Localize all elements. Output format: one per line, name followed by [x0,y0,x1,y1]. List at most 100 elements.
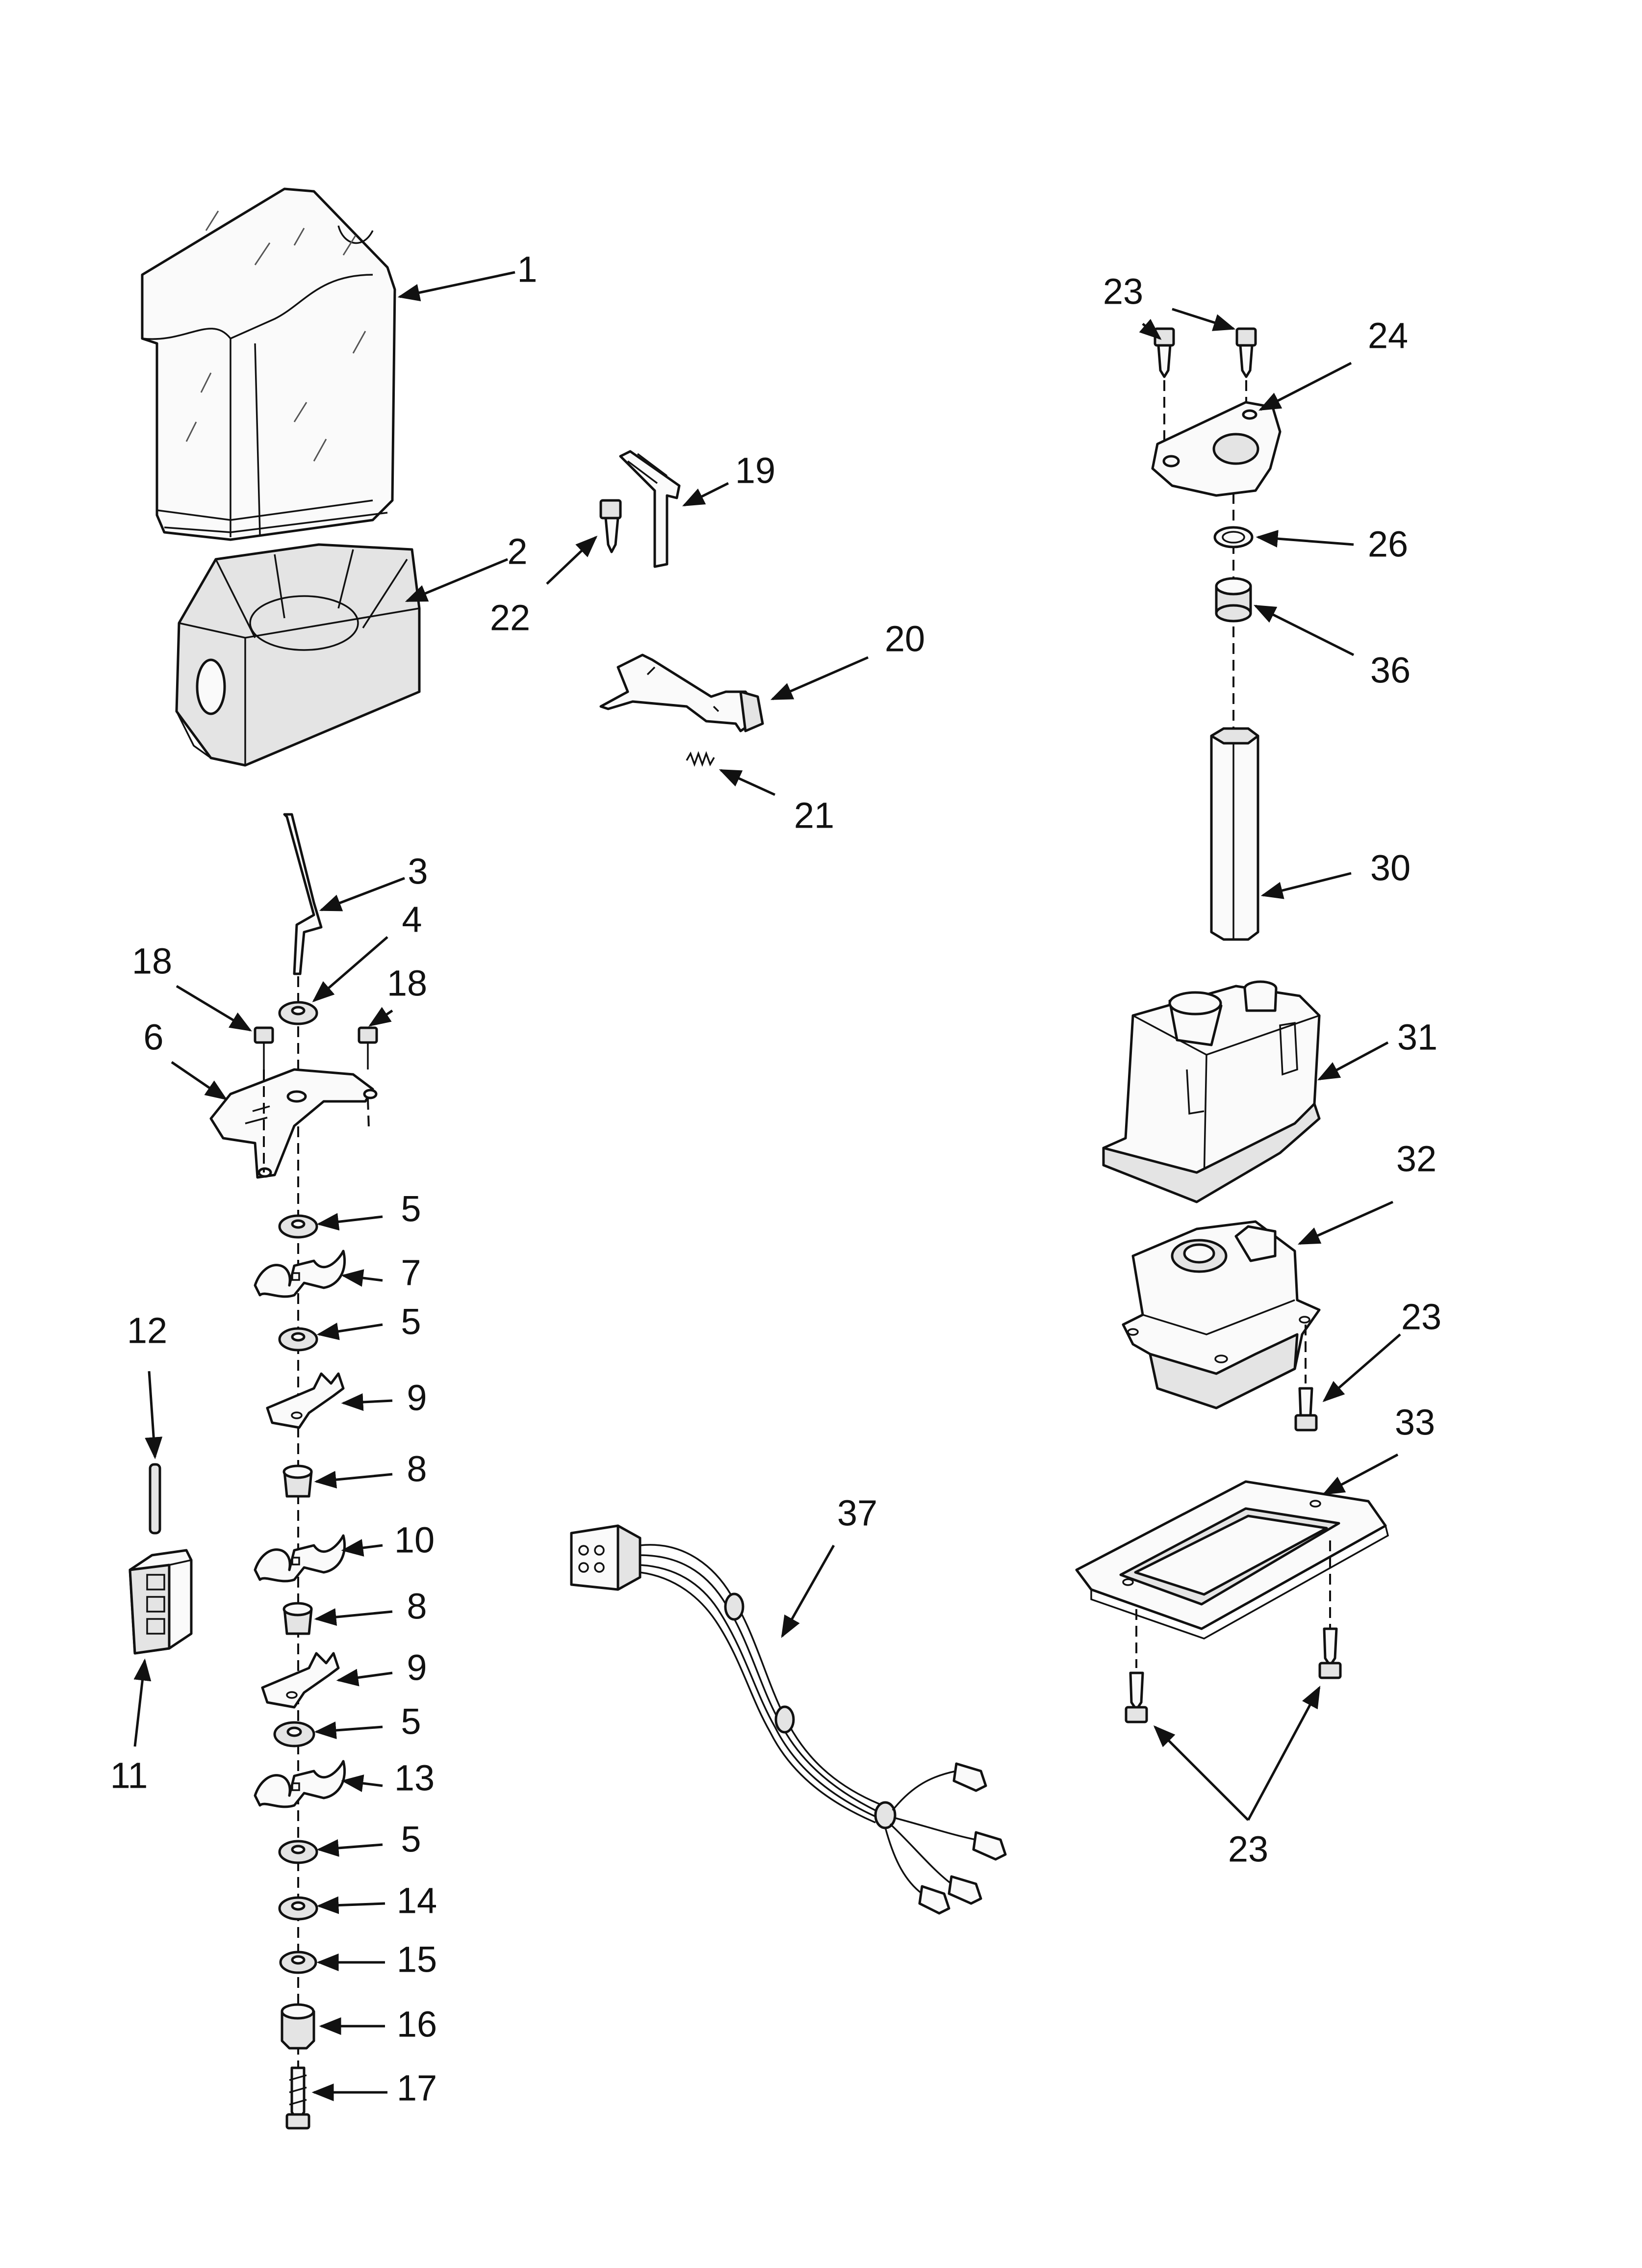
leader-11 [133,1658,152,1747]
leader-4 [312,936,388,1002]
callout-23a: 23 [1103,271,1143,312]
callout-5d: 5 [401,1819,421,1860]
leader-23c-right [1247,1686,1321,1821]
leader-33 [1322,1453,1399,1495]
leader-30 [1260,872,1352,899]
callout-1: 1 [517,249,537,290]
callout-8b: 8 [407,1586,427,1627]
callout-9a: 9 [407,1378,427,1418]
leader-9a [341,1393,393,1411]
screw-18-right [358,1026,378,1069]
leader-13 [341,1774,383,1792]
callout-4: 4 [402,899,422,940]
leader-18b [368,1007,393,1027]
leader-9b [336,1668,393,1687]
callout-16: 16 [397,2004,437,2045]
blade-10 [254,1534,346,1583]
leader-23c-left [1153,1725,1249,1821]
callout-5b: 5 [401,1302,421,1342]
screw-23-bottom-left [1125,1609,1148,1723]
leader-18a [176,985,252,1032]
callout-23c: 23 [1228,1829,1268,1870]
screw-17 [285,2066,310,2130]
wire-harness-37 [570,1524,1007,1915]
screw-23-top-right [1235,327,1257,378]
leader-23a-left [1139,318,1162,340]
spacer-8b [282,1602,313,1635]
nut-16 [281,2003,315,2050]
leader-5d [316,1839,383,1857]
callout-10: 10 [394,1520,435,1561]
callout-26: 26 [1368,524,1408,565]
leader-37 [781,1544,835,1638]
motor-cover-31 [1102,980,1321,1203]
leader-1 [397,271,515,302]
spacer-8a [282,1464,313,1498]
callout-13: 13 [394,1758,435,1799]
bracket-19 [619,450,681,568]
leader-24 [1258,362,1352,411]
leader-21 [718,769,776,796]
leader-8b [314,1608,393,1626]
leader-5a [316,1213,383,1231]
leader-31 [1317,1041,1389,1081]
leader-10 [341,1539,383,1557]
leader-19 [682,482,729,507]
leader-5b [316,1323,383,1340]
callout-5a: 5 [401,1189,421,1229]
leader-22 [546,535,598,585]
blade-9a [266,1372,345,1429]
spring-21 [686,751,715,767]
leader-36 [1253,604,1355,656]
callout-18a: 18 [132,941,172,982]
callout-11: 11 [110,1755,148,1796]
ice-bucket-housing [175,543,421,767]
callout-23b: 23 [1401,1297,1441,1337]
shaft-30 [1210,727,1259,941]
leader-7 [341,1269,383,1287]
gasket-plate-33 [1075,1480,1389,1640]
washer-5c [273,1721,315,1747]
washer-5d [278,1840,318,1864]
auger-bracket-plate [209,1068,378,1179]
screw-23-motor [1294,1325,1318,1432]
pin-12 [149,1463,161,1535]
leader-14 [316,1896,385,1914]
leader-32 [1297,1200,1394,1245]
leader-23a-right [1172,308,1236,331]
callout-24: 24 [1368,315,1408,356]
washer-14 [278,1896,318,1921]
callout-31: 31 [1397,1017,1437,1058]
leader-26 [1256,530,1354,548]
mount-plate-24 [1151,401,1282,497]
ring-26 [1213,526,1254,548]
callout-33: 33 [1395,1402,1435,1443]
callout-18b: 18 [387,963,427,1004]
callout-5c: 5 [401,1701,421,1742]
washer-15 [279,1951,317,1974]
callout-22: 22 [490,598,530,638]
leader-3 [319,877,405,912]
callout-14: 14 [397,1880,437,1921]
leader-2 [405,558,508,602]
washer-5b [278,1327,318,1352]
washer-4 [278,1001,318,1025]
blade-13 [254,1760,346,1808]
screw-23-top-left [1154,327,1175,378]
leader-23b [1322,1333,1401,1402]
callout-12: 12 [127,1310,167,1351]
callout-8a: 8 [407,1449,427,1489]
blade-7 [254,1250,346,1298]
bushing-36 [1215,577,1252,623]
callout-32: 32 [1396,1139,1437,1179]
callout-9b: 9 [407,1647,427,1688]
callout-3: 3 [408,851,428,892]
auger-rod [283,813,323,975]
callout-20: 20 [885,619,925,659]
callout-37: 37 [837,1493,877,1534]
callout-6: 6 [143,1017,163,1058]
screw-23-bottom-right [1318,1540,1342,1679]
block-11 [128,1549,193,1655]
motor-32 [1122,1220,1321,1409]
